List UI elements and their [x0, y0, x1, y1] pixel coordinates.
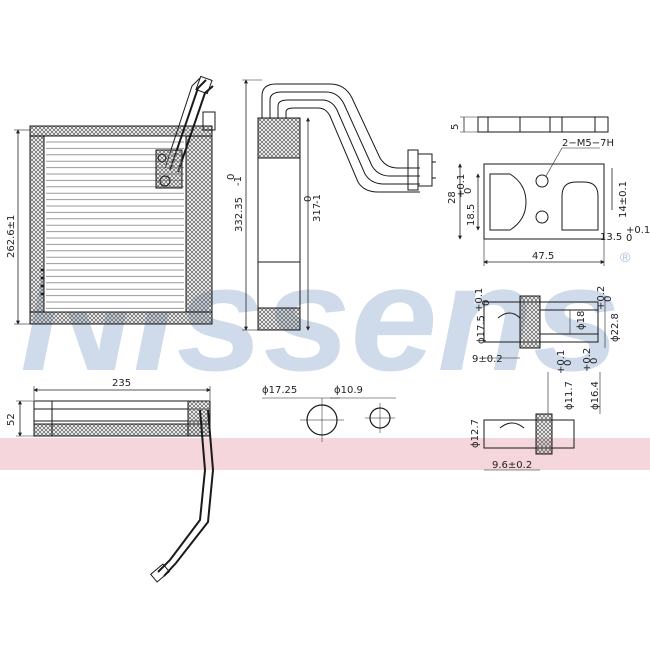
fitting2-length-label: 9.6±0.2 [492, 460, 532, 471]
flange-inner-dimension: 18.5 +0.1 0 [456, 173, 480, 231]
fitting1-od-label: ϕ18 [576, 311, 587, 330]
registered-mark: ® [620, 249, 631, 265]
fitting1-length-label: 9±0.2 [472, 354, 503, 365]
fitting2-flange-tol-lower: 0 [589, 358, 600, 364]
fitting2-bore-label: ϕ11.7 [564, 381, 575, 410]
fitting1-flange-label: ϕ22.8 [610, 313, 621, 342]
evaporator-front-view [29, 75, 216, 325]
side-inner-tol-upper: 0 [303, 196, 314, 202]
flange-top-view [477, 116, 609, 133]
side-height-label: 332.35 [234, 197, 245, 232]
flange-slot-label: 14±0.1 [618, 181, 629, 218]
pipe-small-label: ϕ10.9 [334, 385, 363, 396]
fitting1-flange-tol-lower: 0 [603, 296, 614, 302]
flange-width-label: 47.5 [532, 251, 554, 262]
fitting-small [483, 413, 575, 455]
side-inner-tol-lower: -1 [312, 194, 323, 204]
fitting2-bore-tol-upper: +0.1 [556, 350, 567, 374]
core-depth-dimension: 52 [6, 400, 34, 437]
flange-thread-label: 2−M5−7H [562, 138, 614, 149]
core-height-label: 262.6±1 [6, 215, 17, 258]
flange-slot-dimension: 14±0.1 [611, 168, 629, 218]
flange-front-view [483, 163, 605, 240]
flange-width-dimension: 47.5 [483, 239, 605, 266]
flange-inner-tol-upper: +0.1 [456, 174, 467, 198]
flange-inner-label: 18.5 [466, 204, 477, 226]
core-height-dimension: 262.6±1 [6, 129, 30, 325]
side-inner-dimension: 317 0 -1 [303, 117, 323, 331]
evaporator-bottom-view [33, 400, 215, 583]
flange-offset-dimension: 13.5 +0.1 0 [600, 225, 650, 244]
fitting1-bore-tol-lower: 0 [481, 300, 492, 306]
fitting-large-dimensions: ϕ17.5 +0.1 0 ϕ18 ϕ22.8 +0.2 0 9±0.2 [472, 286, 621, 365]
flange-offset-tol-upper: +0.1 [626, 225, 650, 236]
fitting-large [483, 295, 599, 349]
fitting1-bore-tol-upper: +0.1 [474, 288, 485, 312]
fitting2-flange-label: ϕ16.4 [590, 381, 601, 410]
core-depth-label: 52 [6, 413, 17, 426]
fitting1-flange-tol-upper: +0.2 [596, 286, 607, 310]
pipe-sections: ϕ17.25 ϕ10.9 [262, 385, 396, 442]
flange-height-dimension: 28 [447, 163, 462, 240]
flange-offset-tol-lower: 0 [626, 233, 632, 244]
core-width-label: 235 [112, 378, 131, 389]
flange-thickness-dimension: 5 [450, 116, 478, 133]
flange-thread-callout: 2−M5−7H [545, 138, 614, 177]
flange-height-label: 28 [447, 191, 458, 204]
evaporator-side-view [257, 83, 436, 331]
fitting2-bore-tol-lower: 0 [563, 360, 574, 366]
flange-thickness-label: 5 [450, 124, 461, 130]
fitting2-flange-tol-upper: +0.2 [582, 348, 593, 372]
side-height-tol-upper: 0 [226, 174, 237, 180]
pipe-large-label: ϕ17.25 [262, 385, 297, 396]
side-inner-label: 317 [312, 203, 323, 222]
side-height-dimension: 332.35 0 -1 [226, 79, 262, 331]
fitting1-bore-label: ϕ17.5 [476, 315, 487, 344]
flange-offset-label: 13.5 [600, 232, 622, 243]
fitting2-od-label: ϕ12.7 [470, 419, 481, 448]
side-height-tol-lower: -1 [233, 176, 244, 186]
core-width-dimension: 235 [33, 378, 211, 400]
fitting-small-dimensions: ϕ11.7 +0.1 0 ϕ16.4 +0.2 0 ϕ12.7 9.6±0.2 [470, 348, 601, 471]
flange-inner-tol-lower: 0 [463, 188, 474, 194]
